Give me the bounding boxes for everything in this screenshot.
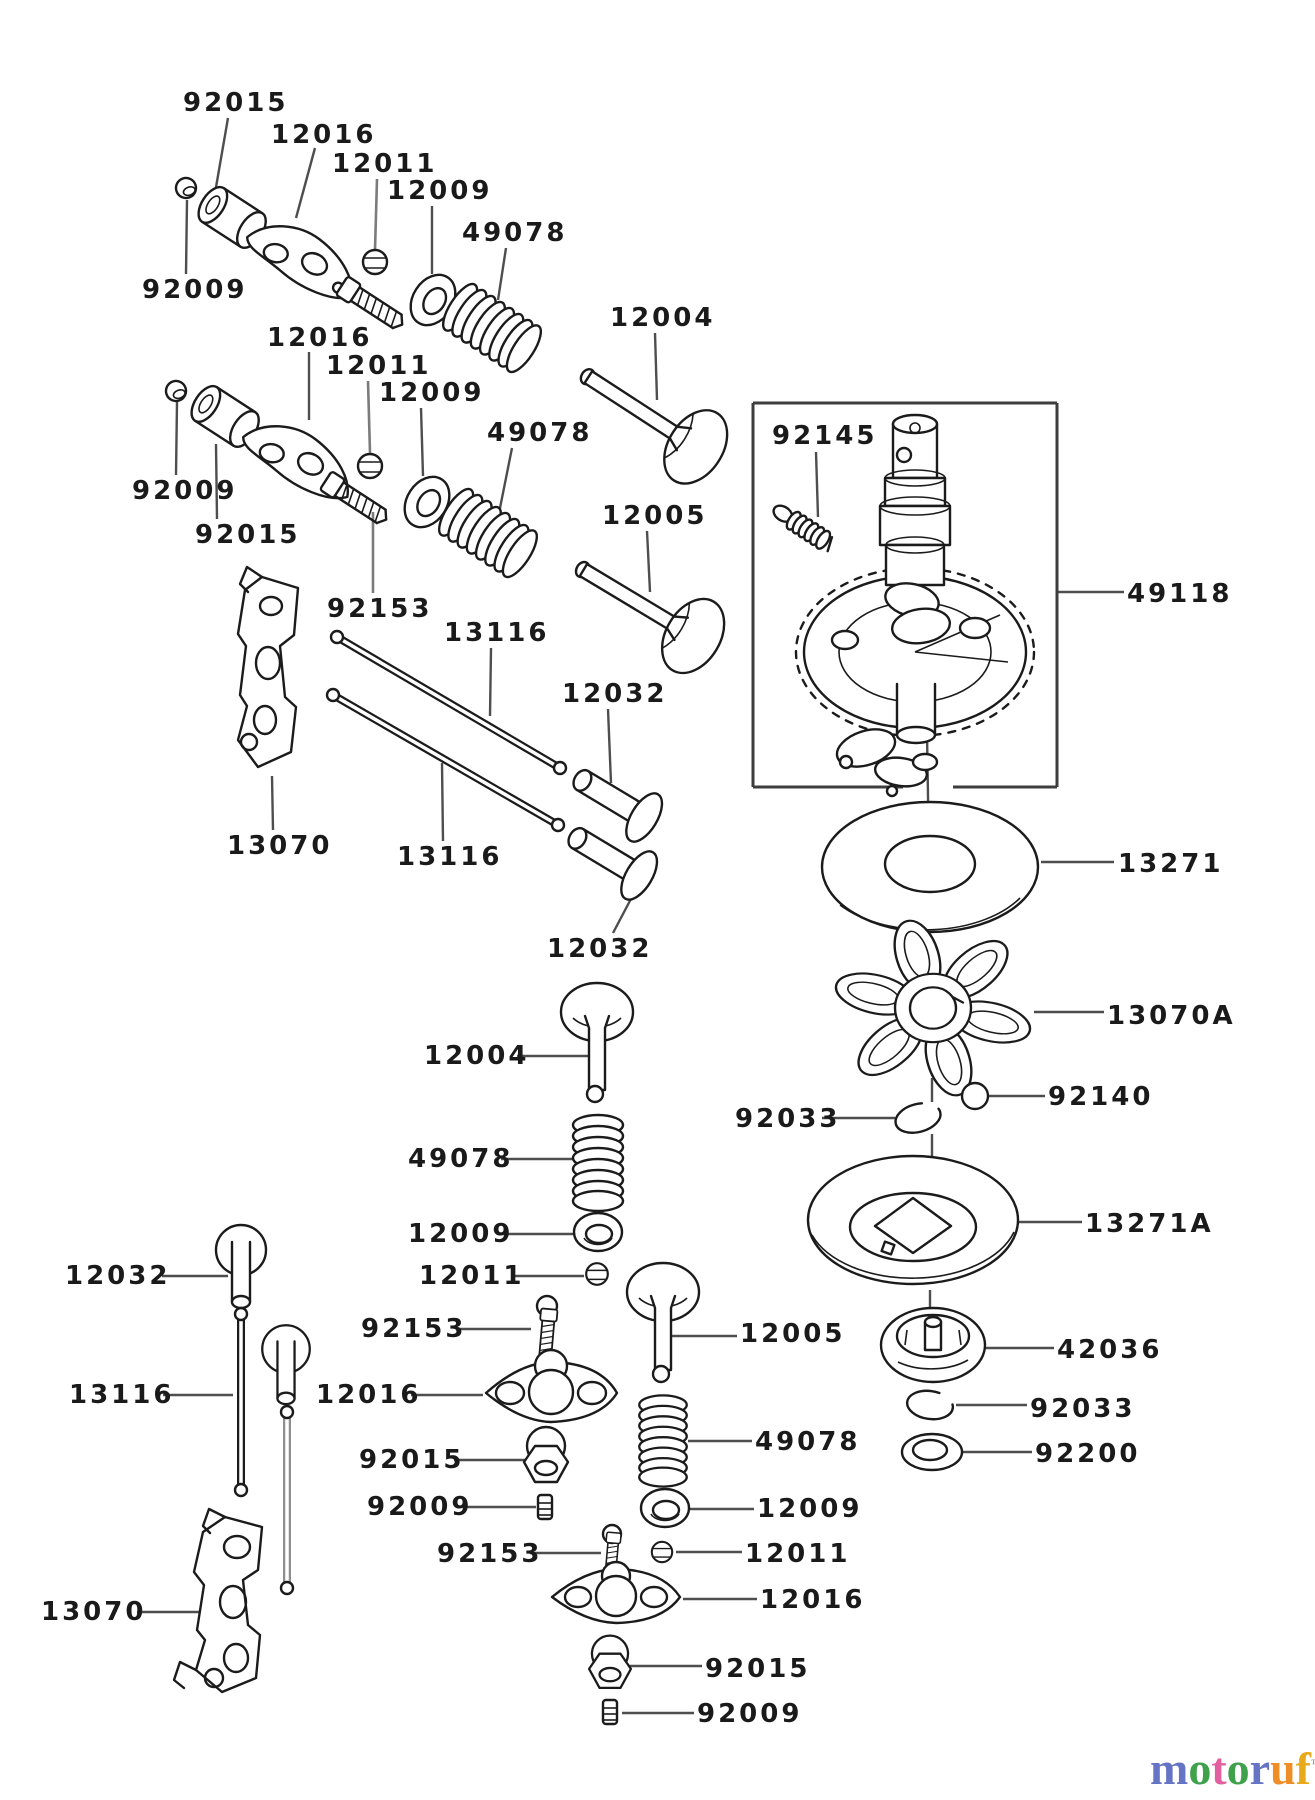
part-number-label: 92200 — [1035, 1439, 1141, 1469]
spring-pin-92145-drawing — [772, 504, 834, 553]
watermark-logo[interactable]: motoruf™.de — [1150, 1746, 1315, 1792]
part-number-label: 92009 — [367, 1492, 473, 1522]
watermark-letter: m — [1150, 1743, 1189, 1794]
watermark-tm-mark: ™ — [1311, 1757, 1315, 1771]
part-number-label: 92153 — [437, 1539, 543, 1569]
part-number-label: 12009 — [408, 1219, 514, 1249]
part-number-label: 13116 — [69, 1380, 175, 1410]
spring-seat-12009-bottom-drawing — [639, 1487, 691, 1529]
part-number-label: 49118 — [1127, 579, 1233, 609]
pin-92140-drawing — [960, 1081, 990, 1111]
watermark-letter: o — [1188, 1743, 1212, 1794]
part-number-label: 12011 — [745, 1539, 851, 1569]
part-number-label: 49078 — [462, 218, 568, 248]
watermark-letter: t — [1211, 1743, 1227, 1794]
valve-spring-49078-bottom-drawing — [638, 1394, 688, 1488]
valve-12005-vertical-drawing — [625, 1261, 701, 1384]
part-number-label: 92009 — [697, 1699, 803, 1729]
part-number-label: 13070A — [1107, 1001, 1236, 1031]
part-number-label: 92153 — [327, 594, 433, 624]
valve-retainer-plate-13070-upper-drawing — [236, 565, 300, 769]
push-rod-13116-left-drawing — [233, 1306, 249, 1498]
tappet-92015-mid-drawing — [522, 1425, 570, 1484]
part-number-label: 92009 — [132, 476, 238, 506]
part-number-label: 12009 — [387, 176, 493, 206]
part-number-label: 13271A — [1085, 1209, 1214, 1239]
watermark-letter: u — [1270, 1743, 1296, 1794]
part-number-label: 13271 — [1118, 849, 1224, 879]
camshaft-assembly-box — [751, 401, 1059, 789]
part-number-label: 92140 — [1048, 1082, 1154, 1112]
snap-ring-92033-upper-drawing — [890, 1097, 946, 1139]
watermark-letter: f — [1295, 1743, 1311, 1794]
part-number-label: 92015 — [183, 88, 289, 118]
part-number-label: 12009 — [757, 1494, 863, 1524]
push-rod-13116-lower-drawing — [325, 687, 566, 833]
push-rod-13116-upper-drawing — [329, 629, 568, 776]
part-number-label: 12005 — [602, 501, 708, 531]
part-number-label: 13070 — [227, 831, 333, 861]
part-number-label: 13116 — [444, 618, 550, 648]
part-number-label: 12032 — [547, 934, 653, 964]
part-number-label: 92015 — [359, 1445, 465, 1475]
part-number-label: 13116 — [397, 842, 503, 872]
camshaft-drawing — [794, 413, 1036, 798]
part-number-label: 92033 — [1030, 1394, 1136, 1424]
tappet-92015-bottom-drawing — [587, 1634, 633, 1690]
valve-cap-12032-left-lower-drawing — [261, 1324, 311, 1406]
rocker-12016-top-view-drawing — [484, 1348, 619, 1424]
screw-92009-bottom-drawing — [601, 1698, 619, 1726]
watermark-letter: o — [1226, 1743, 1250, 1794]
valve-spring-49078-mid-drawing — [571, 1113, 625, 1213]
part-number-label: 49078 — [487, 418, 593, 448]
spring-seat-12009-mid-drawing — [572, 1211, 624, 1253]
part-number-label: 12011 — [326, 351, 432, 381]
part-number-label: 92033 — [735, 1104, 841, 1134]
watermark-wordmark: motoruf — [1150, 1743, 1311, 1794]
valve-retainer-plate-13070-lower-drawing — [172, 1507, 264, 1694]
part-number-label: 12032 — [562, 679, 668, 709]
adjust-screw-92153-bottom-drawing — [601, 1523, 623, 1581]
nut-12011-mid-drawing — [585, 1262, 609, 1286]
part-number-label: 12016 — [271, 120, 377, 150]
part-number-label: 42036 — [1057, 1335, 1163, 1365]
part-number-label: 49078 — [408, 1144, 514, 1174]
part-number-label: 92145 — [772, 421, 878, 451]
screw-92009-mid-drawing — [536, 1493, 554, 1521]
valve-cap-12032-left-upper-drawing — [214, 1223, 268, 1310]
snap-ring-92033-lower-drawing — [904, 1386, 956, 1424]
rocker-12016-bottom-view-drawing — [550, 1560, 682, 1625]
cam-plate-13070A-drawing — [834, 919, 1032, 1097]
part-number-label: 12005 — [740, 1319, 846, 1349]
leader-lines — [137, 117, 1124, 1715]
nut-12011-bottom-drawing — [650, 1540, 674, 1564]
washer-92200-drawing — [900, 1432, 964, 1472]
washer-13271A-drawing — [806, 1154, 1020, 1286]
adjust-screw-92153-mid-drawing — [535, 1294, 559, 1365]
part-number-label: 12004 — [424, 1041, 530, 1071]
part-number-label: 12032 — [65, 1261, 171, 1291]
valve-12004-vertical-drawing — [559, 981, 635, 1104]
part-number-label: 92153 — [361, 1314, 467, 1344]
watermark-letter: r — [1249, 1743, 1271, 1794]
part-number-label: 92015 — [705, 1654, 811, 1684]
part-number-label: 12011 — [332, 149, 438, 179]
retainer-42036-drawing — [879, 1306, 987, 1384]
washer-13271-drawing — [820, 800, 1040, 934]
part-number-label: 12016 — [316, 1380, 422, 1410]
part-number-label: 12009 — [379, 378, 485, 408]
part-number-label: 12016 — [267, 323, 373, 353]
part-number-label: 12016 — [760, 1585, 866, 1615]
part-number-label: 92009 — [142, 275, 248, 305]
part-number-label: 12004 — [610, 303, 716, 333]
part-number-label: 92015 — [195, 520, 301, 550]
part-number-label: 49078 — [755, 1427, 861, 1457]
part-number-label: 12011 — [419, 1261, 525, 1291]
part-number-label: 13070 — [41, 1597, 147, 1627]
push-rod-13116-left-gray-drawing — [279, 1404, 295, 1596]
